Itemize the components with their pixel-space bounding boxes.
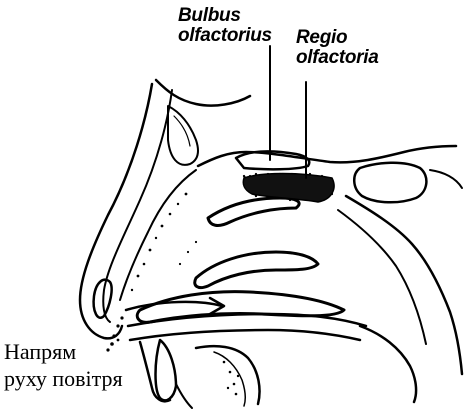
soft-palate — [360, 326, 416, 402]
hard-palate-lower — [130, 330, 360, 340]
palate-stipple-zone — [214, 352, 245, 406]
superior-concha — [208, 198, 299, 225]
sphenoid-sinus — [354, 163, 426, 203]
mouth-line — [176, 384, 192, 408]
tongue-region — [196, 346, 260, 404]
olfactory-region-shade — [243, 174, 334, 203]
bulbus-label-line1: Bulbus — [178, 6, 272, 26]
cribriform-plate — [198, 146, 456, 166]
sphenoid-right-contour — [430, 170, 462, 188]
incisor — [156, 340, 177, 400]
airflow-label-line1: Напрям — [4, 338, 123, 365]
regio-label-line2: olfactoria — [296, 48, 379, 68]
bulbus-label: Bulbus olfactorius — [178, 6, 272, 46]
regio-label-line1: Regio — [296, 28, 379, 48]
cavity-roof-lining — [120, 170, 196, 300]
airflow-label: Напрям руху повітря — [4, 338, 123, 392]
airflow-label-line2: руху повітря — [4, 365, 123, 392]
inferior-concha — [137, 292, 344, 323]
nasopharynx-inner — [338, 210, 426, 344]
nasopharynx-wall — [346, 196, 462, 374]
frontal-sinus-fill — [174, 116, 190, 146]
bulbus-label-line2: olfactorius — [178, 26, 272, 46]
middle-concha — [195, 252, 318, 288]
frontal-sinus — [168, 106, 198, 165]
regio-label: Regio olfactoria — [296, 28, 379, 68]
nose-outline — [80, 84, 152, 338]
